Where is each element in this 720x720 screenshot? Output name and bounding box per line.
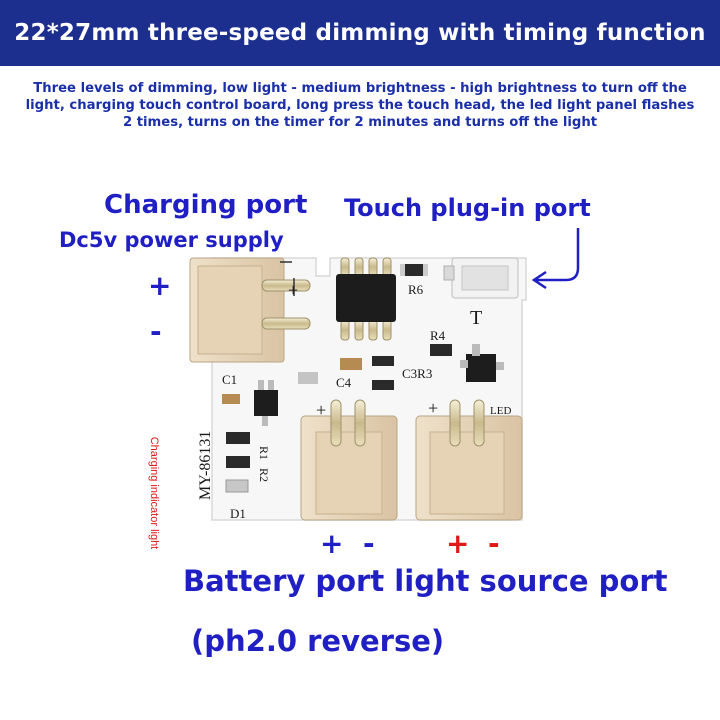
silk-t: T xyxy=(470,307,482,329)
silk-r6: R6 xyxy=(408,282,424,297)
light-connector xyxy=(415,399,523,521)
transistor-q1 xyxy=(254,380,278,426)
silk-r2: R2 xyxy=(257,468,271,482)
silk-r1: R1 xyxy=(257,446,271,460)
title-banner: 22*27mm three-speed dimming with timing … xyxy=(0,0,720,66)
silk-plus-light: + xyxy=(428,398,438,418)
ports-label: Battery port light source port xyxy=(183,564,668,598)
smd-components-mid xyxy=(222,344,452,404)
sop8-chip xyxy=(336,257,396,341)
description-text: Three levels of dimming, low light - med… xyxy=(25,81,695,130)
battery-plus-sign: + xyxy=(320,527,344,560)
charging-indicator-text: Charging indicator light xyxy=(148,436,160,550)
transistor-q2 xyxy=(460,344,504,382)
silk-c3r3: C3R3 xyxy=(402,366,432,381)
charge-minus-sign: - xyxy=(150,315,162,348)
charge-plus-sign: + xyxy=(148,269,172,302)
banner-title: 22*27mm three-speed dimming with timing … xyxy=(14,20,706,46)
silk-r4: R4 xyxy=(430,328,446,343)
charging-port-label: Charging port xyxy=(104,190,308,220)
touch-connector xyxy=(443,257,519,299)
silk-model: MY-86131 xyxy=(197,431,214,500)
battery-minus-sign: - xyxy=(363,527,375,560)
touch-port-label: Touch plug-in port xyxy=(344,194,591,222)
silk-led: LED xyxy=(490,405,511,417)
silk-plus-battery: + xyxy=(316,400,326,420)
light-plus-sign: + xyxy=(446,527,470,560)
power-supply-label: Dc5v power supply xyxy=(59,228,284,252)
silk-c1: C1 xyxy=(222,372,237,387)
battery-connector xyxy=(300,399,398,521)
silk-d1: D1 xyxy=(230,506,246,521)
charging-connector xyxy=(189,257,311,363)
light-minus-sign: - xyxy=(488,527,500,560)
touch-arrow xyxy=(531,228,580,290)
connector-type-label: (ph2.0 reverse) xyxy=(191,624,445,658)
silk-plus-charge: + xyxy=(288,280,298,300)
smd-resistor-r6 xyxy=(400,264,428,276)
charging-indicator-label: Charging indicator light xyxy=(136,428,172,558)
silk-c4: C4 xyxy=(336,375,352,390)
smd-resistors-left xyxy=(225,432,250,493)
